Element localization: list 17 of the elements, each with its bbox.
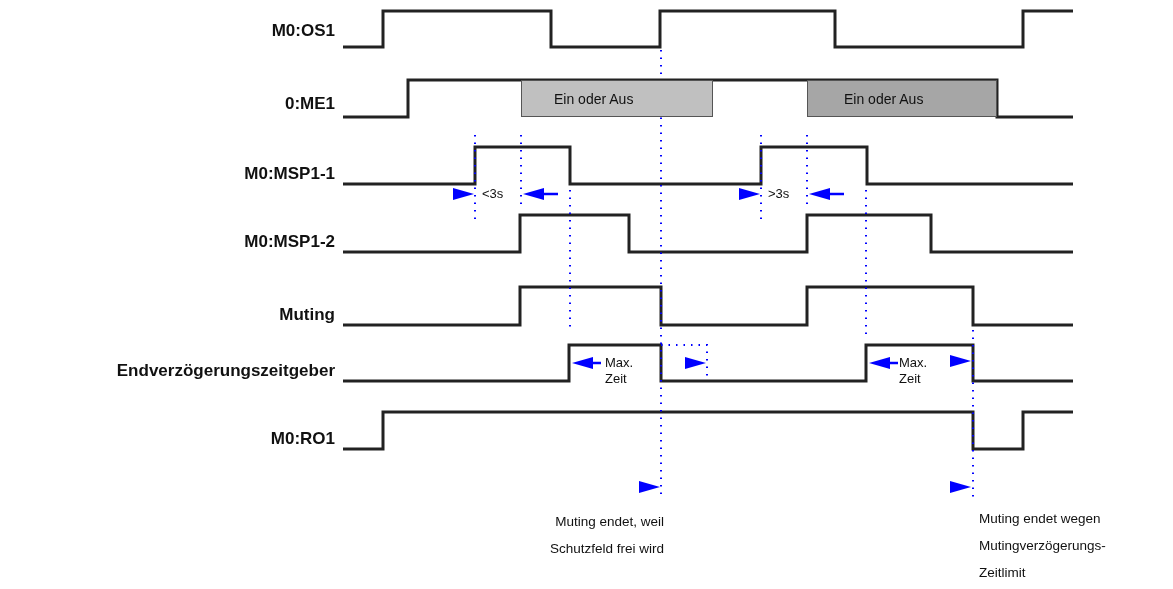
signal-name: M0:RO1 xyxy=(269,429,335,449)
dimension-label: Max. Zeit xyxy=(605,355,635,387)
signal-name: 0:ME1 xyxy=(283,94,335,114)
signal-name: Endverzögerungszeitgeber xyxy=(115,361,335,381)
dimension-label: <3s xyxy=(482,186,505,202)
signal-name: M0:MSP1-2 xyxy=(243,232,335,252)
signal-name: M0:OS1 xyxy=(270,21,335,41)
signal-name: Muting xyxy=(278,305,335,325)
dimension-label: >3s xyxy=(768,186,791,202)
state-box xyxy=(521,80,713,117)
annotation-text: Muting endet wegen Mutingverzögerungs- Zeitlimit xyxy=(979,510,1107,582)
signal-name: M0:MSP1-1 xyxy=(243,164,335,184)
state-text: Ein oder Aus xyxy=(554,90,634,107)
annotation-text: Muting endet, weil Schutzfeld frei wird xyxy=(548,513,664,558)
state-box xyxy=(807,80,997,117)
dimension-label: Max. Zeit xyxy=(899,355,929,387)
state-text: Ein oder Aus xyxy=(844,90,924,107)
